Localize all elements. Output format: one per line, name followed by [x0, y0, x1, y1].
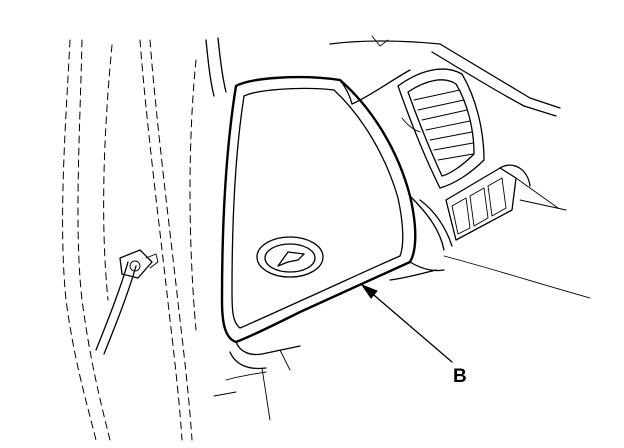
- air-vent: [397, 68, 485, 189]
- callout-b-leader: [360, 283, 453, 363]
- door-pillar-outline: [62, 39, 197, 441]
- access-hole: [256, 236, 324, 278]
- door-harness: [95, 249, 159, 355]
- callout-b-label: B: [453, 366, 467, 387]
- floor-lines: [261, 255, 591, 421]
- dashboard-top: [205, 35, 561, 117]
- dashboard-side-cover: [220, 75, 417, 344]
- switch-panel: [445, 164, 567, 241]
